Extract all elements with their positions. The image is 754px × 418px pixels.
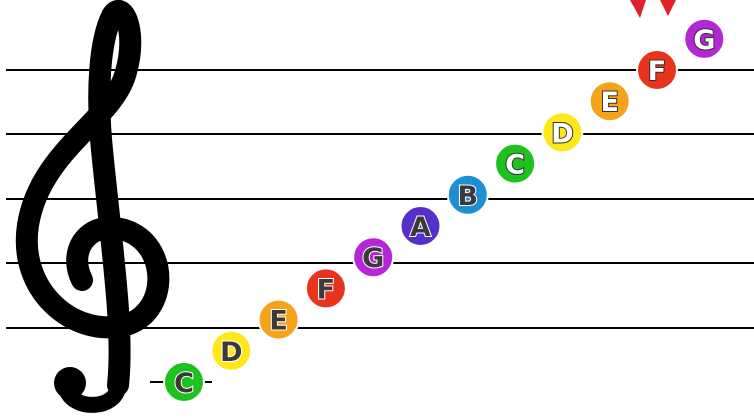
note-e-2: E bbox=[257, 298, 300, 341]
note-f-10: F bbox=[636, 49, 678, 91]
note-letter: E bbox=[600, 87, 618, 118]
note-letter: F bbox=[317, 274, 335, 305]
note-circle bbox=[304, 267, 347, 310]
note-c-0: C bbox=[163, 361, 205, 403]
note-letter: D bbox=[220, 337, 242, 368]
note-d-1: D bbox=[210, 329, 253, 372]
note-c-7: C bbox=[494, 142, 537, 185]
note-letter: D bbox=[551, 118, 573, 149]
note-a-5: A bbox=[399, 205, 442, 247]
note-circle bbox=[399, 205, 442, 247]
note-circle bbox=[446, 173, 489, 216]
note-circle bbox=[636, 49, 678, 91]
treble-clef-icon bbox=[15, 0, 170, 413]
note-circle bbox=[257, 298, 300, 341]
note-circle bbox=[210, 329, 253, 372]
note-letter: A bbox=[410, 212, 431, 243]
note-circle bbox=[494, 142, 537, 185]
note-circle bbox=[352, 236, 395, 279]
corner-decoration bbox=[630, 0, 676, 18]
note-letter: E bbox=[269, 306, 287, 337]
note-letter: F bbox=[648, 56, 666, 87]
note-letter: C bbox=[174, 368, 194, 399]
note-e-9: E bbox=[588, 80, 631, 123]
note-f-3: F bbox=[304, 267, 347, 310]
note-g-11: G bbox=[683, 17, 726, 60]
note-circle bbox=[683, 17, 726, 60]
note-b-6: B bbox=[446, 173, 489, 216]
note-circle bbox=[541, 111, 584, 154]
note-circle bbox=[163, 361, 205, 403]
note-circle bbox=[588, 80, 631, 123]
note-g-4: G bbox=[352, 236, 395, 279]
note-letter: C bbox=[505, 150, 525, 181]
note-letter: B bbox=[458, 181, 479, 212]
note-letter: G bbox=[693, 25, 715, 56]
note-letter: G bbox=[362, 243, 384, 274]
note-d-8: D bbox=[541, 111, 584, 154]
